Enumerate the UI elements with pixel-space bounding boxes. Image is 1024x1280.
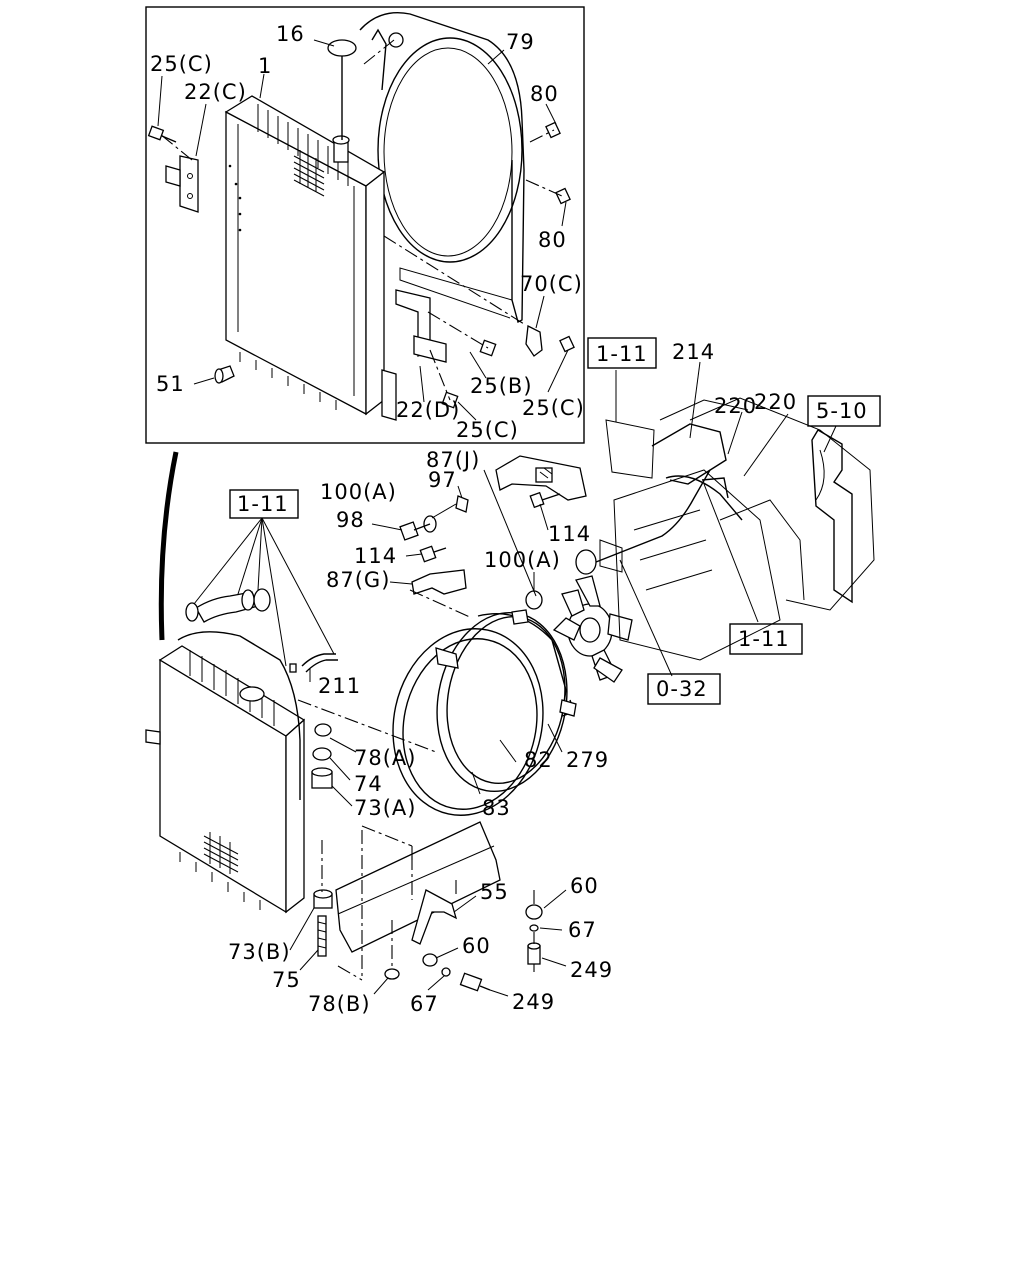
ref-1-11-top: 1-11 — [596, 342, 648, 366]
callout-220-right: 220 — [754, 390, 797, 414]
callout-82: 82 — [524, 748, 553, 772]
ref-1-11-right: 1-11 — [738, 627, 790, 651]
mount-parts-upper — [399, 455, 587, 610]
callout-25c-right: 25(C) — [522, 396, 585, 420]
callout-100a-top: 100(A) — [320, 480, 397, 504]
callout-25b: 25(B) — [470, 374, 533, 398]
callout-211: 211 — [318, 674, 361, 698]
callout-79: 79 — [506, 30, 535, 54]
callout-1: 1 — [258, 54, 272, 78]
callout-22c: 22(C) — [184, 80, 247, 104]
callout-22d: 22(D) — [396, 398, 460, 422]
callout-114-left: 114 — [354, 544, 397, 568]
callout-74: 74 — [354, 772, 383, 796]
callout-80-mid: 80 — [538, 228, 567, 252]
shroud-rings-drawing — [392, 609, 577, 816]
callout-87j: 87(J) — [426, 448, 480, 472]
reference-labels: 1-11 5-10 1-11 1-11 0-32 — [237, 342, 868, 701]
callout-labels: 16 79 25(C) 1 22(C) 80 80 70(C) 51 25(B)… — [150, 22, 797, 1016]
callout-249-right: 249 — [570, 958, 613, 982]
radiator-inset-drawing — [165, 95, 447, 421]
crossmember-drawing — [335, 821, 543, 992]
callout-25c-bottom: 25(C) — [456, 418, 519, 442]
frame-edge — [158, 451, 179, 641]
callout-98: 98 — [336, 508, 365, 532]
callout-78b: 78(B) — [308, 992, 371, 1016]
reference-boxes — [229, 337, 881, 705]
hoses-drawing — [185, 588, 338, 673]
fan-shroud-drawing — [359, 12, 525, 324]
detail-inset — [145, 6, 585, 444]
callout-60-right: 60 — [570, 874, 599, 898]
callout-25c-top: 25(C) — [150, 52, 213, 76]
callout-220-left: 220 — [714, 394, 757, 418]
ref-5-10: 5-10 — [816, 399, 868, 423]
ref-0-32: 0-32 — [656, 677, 708, 701]
callout-97: 97 — [428, 468, 457, 492]
ref-1-11-left: 1-11 — [237, 492, 289, 516]
callout-78a: 78(A) — [354, 746, 416, 770]
callout-100a-mid: 100(A) — [484, 548, 561, 572]
callout-60-left: 60 — [462, 934, 491, 958]
callout-249-left: 249 — [512, 990, 555, 1014]
callout-87g: 87(G) — [326, 568, 390, 592]
callout-214: 214 — [672, 340, 715, 364]
callout-75: 75 — [272, 968, 301, 992]
callout-114-right: 114 — [548, 522, 591, 546]
callout-279: 279 — [566, 748, 609, 772]
radiator-cap-16 — [327, 39, 357, 57]
callout-80-top: 80 — [530, 82, 559, 106]
callout-73a: 73(A) — [354, 796, 416, 820]
engine-drawing — [575, 397, 875, 661]
callout-73b: 73(B) — [228, 940, 291, 964]
callout-51: 51 — [156, 372, 185, 396]
inset-leaders — [157, 39, 569, 421]
inset-center-lines — [159, 39, 563, 401]
callout-67-right: 67 — [568, 918, 597, 942]
main-center-lines — [297, 589, 535, 981]
callout-67-left: 67 — [410, 992, 439, 1016]
fan-drawing — [552, 575, 633, 683]
callout-55: 55 — [480, 880, 509, 904]
mount-insulators — [311, 723, 400, 980]
callout-70c: 70(C) — [520, 272, 583, 296]
main-leaders — [193, 361, 837, 997]
callout-16: 16 — [276, 22, 305, 46]
callout-83: 83 — [482, 796, 511, 820]
radiator-main-drawing — [145, 631, 306, 914]
